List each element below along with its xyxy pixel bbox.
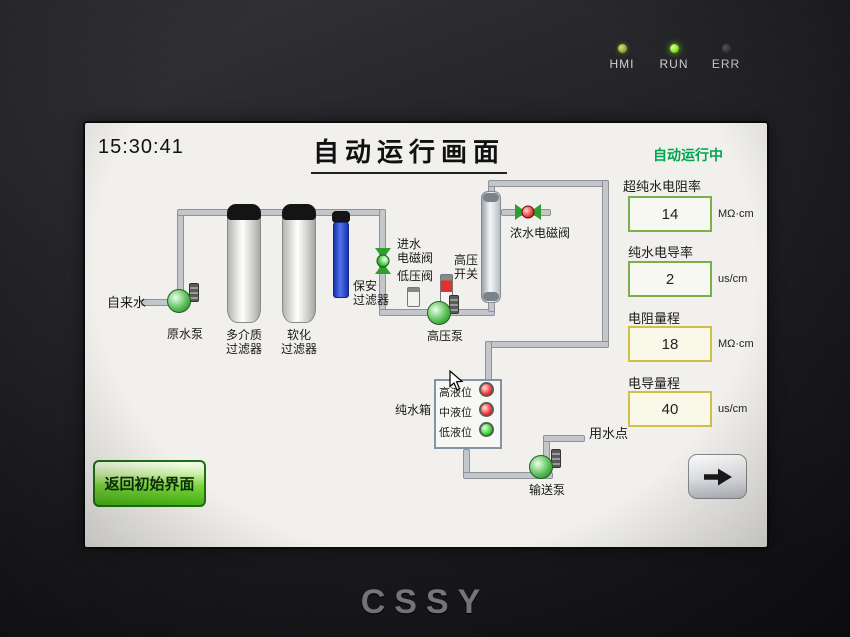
arrow-right-icon	[703, 468, 732, 485]
reading-unit-conductivity-range: us/cm	[718, 403, 748, 415]
pipe-top-header	[177, 209, 385, 216]
hmi-screen: 15:30:41 自动运行画面 自动运行中 超纯水电阻率 14 MΩ·cm 纯水…	[85, 123, 767, 547]
tap-water-label: 自来水	[107, 295, 147, 310]
concentrate-valve-label: 浓水电磁阀	[509, 226, 570, 240]
softening-filter-label-line2: 过滤器	[280, 342, 317, 357]
hp-pump-motor	[449, 295, 459, 314]
reading-value-resistance-range: 18	[661, 335, 679, 353]
hp-switch-label-line2: 开关	[454, 267, 479, 282]
high-pressure-switch-label: 高压 开关	[454, 253, 486, 282]
back-to-home-button[interactable]: 返回初始界面	[93, 460, 206, 507]
reading-value-ultrapure-resistivity: 14	[661, 205, 679, 223]
inlet-valve-label-line1: 进水	[397, 237, 422, 251]
run-led-icon	[669, 44, 679, 53]
level-low-label: 低液位	[439, 427, 472, 439]
hp-pump-body	[427, 301, 451, 325]
mouse-cursor-icon	[449, 370, 464, 391]
reading-box-resistance-range: 18	[628, 326, 712, 362]
softening-filter-label: 软化 过滤器	[276, 328, 322, 357]
level-mid-lamp-icon	[479, 402, 494, 417]
transfer-pump-motor	[551, 449, 561, 468]
valve-core	[521, 205, 535, 219]
clock-display: 15:30:41	[98, 136, 184, 158]
pure-tank-label: 纯水箱	[394, 403, 431, 417]
raw-pump-label: 原水泵	[166, 327, 203, 341]
pipe-tank-feed-horizontal	[485, 341, 609, 348]
reading-label-resistance-range: 电阻量程	[628, 311, 681, 326]
softening-filter-tank-icon	[282, 204, 316, 323]
reading-label-ultrapure-resistivity: 超纯水电阻率	[623, 179, 702, 194]
pipe-usepoint-line	[543, 435, 585, 442]
high-pressure-pump-icon	[427, 295, 461, 325]
led-item-run: RUN	[654, 44, 694, 71]
valve-wing	[515, 204, 526, 220]
transfer-pump-icon	[529, 449, 563, 479]
raw-pump-body	[167, 289, 191, 313]
low-pressure-valve-icon	[407, 287, 420, 307]
valve-wing	[530, 204, 541, 220]
brand-logo: CSSY	[360, 583, 490, 621]
transfer-pump-body	[529, 455, 553, 479]
reading-unit-ultrapure-resistivity: MΩ·cm	[718, 208, 754, 220]
use-point-label: 用水点	[589, 426, 629, 441]
inlet-solenoid-valve-icon	[373, 248, 393, 274]
softening-filter-cap	[282, 204, 316, 220]
hmi-led-icon	[617, 44, 627, 53]
security-filter-label: 保安 过滤器	[353, 279, 397, 308]
next-page-button[interactable]	[688, 454, 747, 499]
level-high-label: 高液位	[439, 387, 472, 399]
pipe-transfer-line	[463, 472, 553, 479]
raw-pump-motor	[189, 283, 199, 302]
hp-switch-label-line1: 高压	[454, 253, 479, 267]
run-led-label: RUN	[659, 57, 689, 71]
media-filter-cap	[227, 204, 261, 220]
reading-value-conductivity-range: 40	[661, 400, 679, 418]
reading-value-pure-conductivity: 2	[665, 270, 675, 288]
reading-box-ultrapure-resistivity: 14	[628, 196, 712, 232]
ro-membrane-vessel-icon	[481, 191, 501, 303]
inlet-valve-label: 进水 电磁阀	[397, 237, 441, 266]
security-filter-icon	[333, 222, 349, 298]
reading-label-pure-conductivity: 纯水电导率	[628, 245, 694, 260]
hmi-led-label: HMI	[609, 57, 635, 71]
media-filter-label: 多介质 过滤器	[221, 328, 267, 357]
pipe-tank-feed-vertical	[485, 341, 492, 381]
level-mid-label: 中液位	[439, 407, 472, 419]
err-led-icon	[721, 44, 731, 53]
high-pressure-pump-label: 高压泵	[426, 329, 463, 343]
page-title: 自动运行画面	[311, 132, 508, 174]
reading-box-conductivity-range: 40	[628, 391, 712, 427]
transfer-pump-label: 输送泵	[528, 483, 565, 497]
concentrate-solenoid-valve-icon	[515, 202, 541, 222]
led-item-hmi: HMI	[602, 44, 642, 71]
security-filter-label-line2: 过滤器	[353, 293, 390, 308]
raw-water-pump-icon	[167, 283, 201, 313]
media-filter-tank-icon	[227, 204, 261, 323]
level-high-lamp-icon	[479, 382, 494, 397]
media-filter-label-line1: 多介质	[225, 328, 262, 342]
valve-core	[376, 254, 390, 268]
media-filter-label-line2: 过滤器	[225, 342, 262, 357]
err-led-label: ERR	[711, 57, 741, 71]
reading-label-conductivity-range: 电导量程	[628, 376, 681, 391]
pipe-product-top	[488, 180, 609, 187]
inlet-valve-label-line2: 电磁阀	[397, 251, 434, 266]
reading-unit-pure-conductivity: us/cm	[718, 273, 748, 285]
pipe-right-downcomer	[602, 180, 609, 346]
reading-unit-resistance-range: MΩ·cm	[718, 338, 754, 350]
security-filter-label-line1: 保安	[353, 279, 378, 293]
security-filter-cap	[332, 211, 350, 223]
status-led-strip: HMI RUN ERR	[602, 44, 746, 71]
reading-box-pure-conductivity: 2	[628, 261, 712, 297]
run-status-text: 自动运行中	[653, 147, 723, 163]
low-pressure-valve-label: 低压阀	[397, 269, 434, 283]
softening-filter-label-line1: 软化	[286, 328, 311, 342]
led-item-err: ERR	[706, 44, 746, 71]
level-low-lamp-icon	[479, 422, 494, 437]
